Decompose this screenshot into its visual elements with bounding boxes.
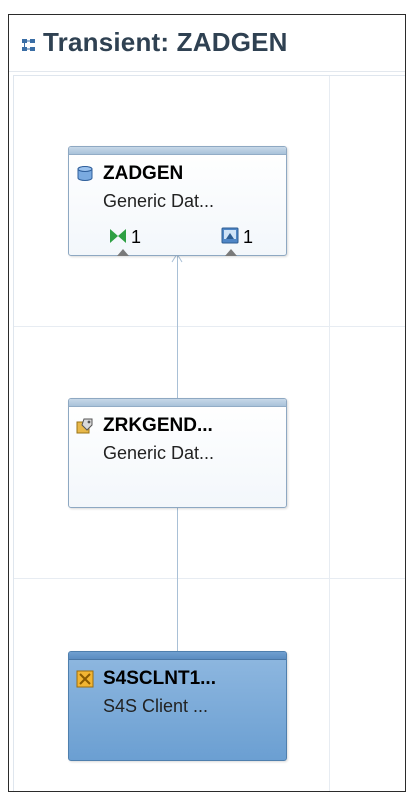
- connector-s4sclnt-to-zrkgend[interactable]: [177, 508, 178, 651]
- badge-pointer: [225, 249, 237, 256]
- node-name: ZADGEN: [103, 163, 184, 184]
- node-header-bar: [69, 147, 286, 155]
- editor-title: Transient: ZADGEN: [43, 27, 288, 57]
- badge-count: 1: [131, 227, 142, 247]
- node-name: ZRKGEND...: [103, 415, 213, 436]
- tagged-folder-icon: [76, 418, 93, 434]
- node-s4sclnt[interactable]: S4SCLNT1... S4S Client ...: [68, 651, 287, 761]
- badge-count: 1: [243, 227, 254, 247]
- editor-frame: Transient: ZADGEN ZADGEN Generi: [8, 14, 406, 792]
- node-description: Generic Dat...: [103, 191, 215, 211]
- node-description: S4S Client ...: [103, 696, 209, 716]
- database-icon: [77, 166, 93, 181]
- source-system-icon: [76, 670, 94, 688]
- node-zrkgend[interactable]: ZRKGEND... Generic Dat...: [68, 398, 287, 508]
- screen-icon: [221, 227, 239, 244]
- editor-header: Transient: ZADGEN: [9, 15, 405, 72]
- grid-line-horizontal: [14, 326, 405, 327]
- canvas-grid: ZADGEN Generic Dat... 1 1: [13, 75, 405, 791]
- node-header-bar: [69, 399, 286, 407]
- connector-zrkgend-to-zadgen[interactable]: [177, 256, 178, 398]
- node-description: Generic Dat...: [103, 443, 215, 463]
- model-canvas[interactable]: ZADGEN Generic Dat... 1 1: [9, 72, 405, 791]
- node-name: S4SCLNT1...: [103, 668, 216, 689]
- badge-pointer: [117, 249, 129, 256]
- grid-line-vertical: [329, 76, 330, 791]
- transient-model-icon: [22, 39, 35, 51]
- node-header-bar: [69, 652, 286, 660]
- bowtie-icon: [110, 229, 126, 243]
- node-zadgen[interactable]: ZADGEN Generic Dat... 1 1: [68, 146, 287, 256]
- grid-line-horizontal: [14, 578, 405, 579]
